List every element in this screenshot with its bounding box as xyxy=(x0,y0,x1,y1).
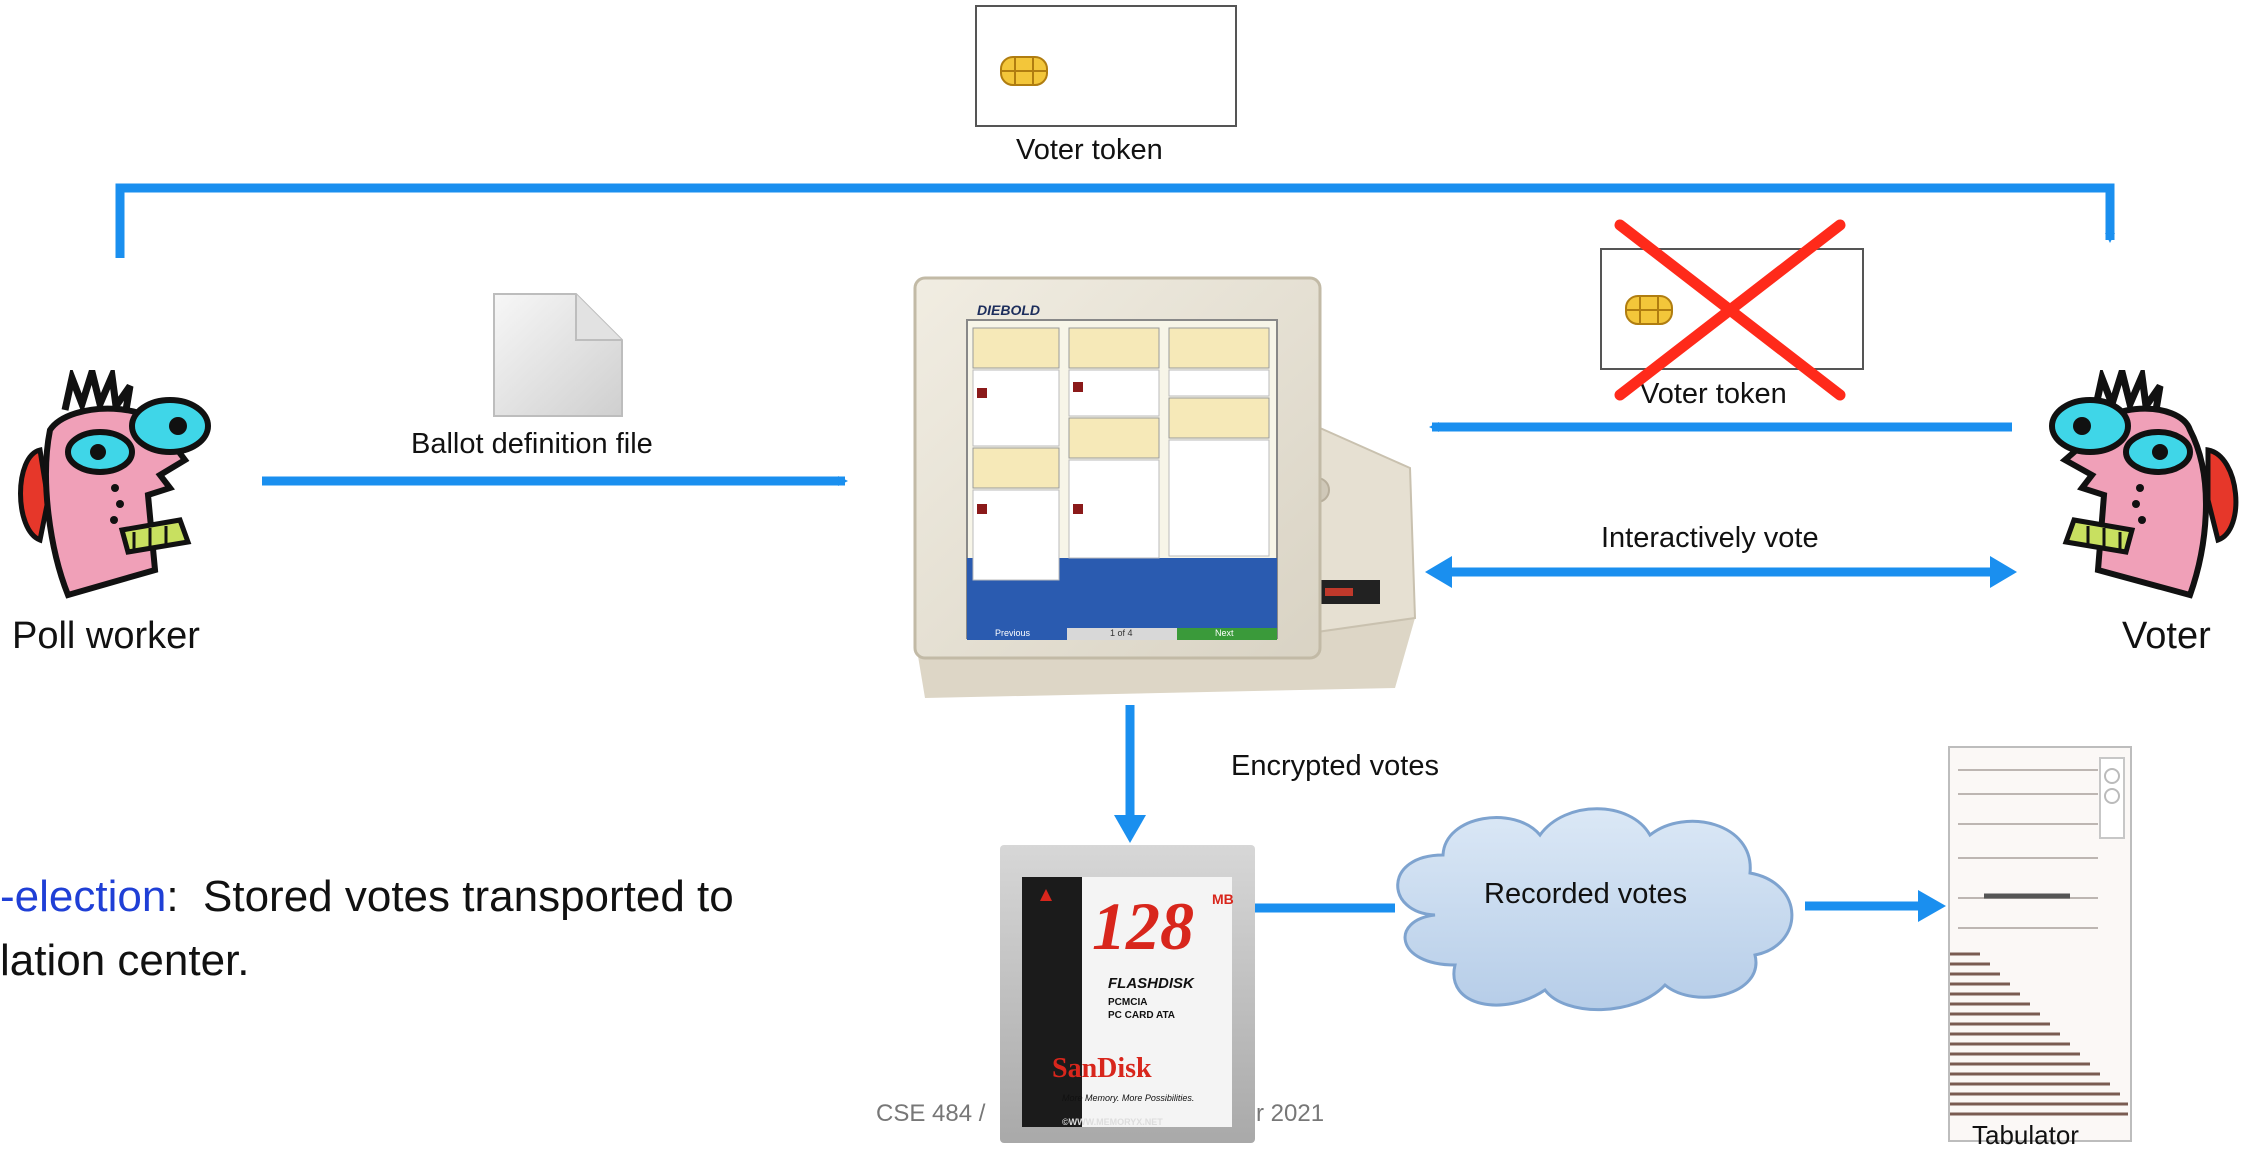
encrypted-votes-label: Encrypted votes xyxy=(1231,750,1439,782)
voting-machine: DIEBOLD Previous 1 of 4 Next xyxy=(855,258,1425,698)
machine-next-button: Next xyxy=(1215,628,1234,638)
file-icon xyxy=(493,293,623,417)
machine-brand: DIEBOLD xyxy=(977,302,1040,318)
voter-icon xyxy=(2049,370,2239,599)
cross-out-icon xyxy=(1614,219,1846,401)
cloud-shape xyxy=(1396,807,1794,1012)
ballot-definition-label: Ballot definition file xyxy=(411,428,653,460)
voter-label: Voter xyxy=(2122,615,2211,657)
post-election-line-1-text: Stored votes transported to xyxy=(178,872,734,921)
triangle-icon xyxy=(1040,889,1052,901)
flashdisk-card: 128 MB FLASHDISK PCMCIA PC CARD ATA SanD… xyxy=(1000,845,1255,1143)
post-election-colon: : xyxy=(166,872,179,921)
post-election-term: -election xyxy=(0,872,167,921)
tabulator-label: Tabulator xyxy=(1972,1120,2079,1150)
post-election-line-2: lation center. xyxy=(0,936,250,985)
poll-worker-icon xyxy=(18,370,211,599)
flashdisk-spec-2: PC CARD ATA xyxy=(1108,1010,1176,1021)
flashdisk-capacity: 128 xyxy=(1092,888,1194,964)
interactively-vote-label: Interactively vote xyxy=(1601,522,1819,554)
footer-course-fragment: CSE 484 / xyxy=(876,1100,986,1127)
voter-token-label: Voter token xyxy=(1016,134,1163,166)
crossed-voter-token-label: Voter token xyxy=(1640,378,1787,410)
flashdisk-capacity-unit: MB xyxy=(1212,891,1234,907)
voter-token-card xyxy=(975,5,1237,127)
token-route-arrow xyxy=(115,183,2115,258)
machine-previous-button: Previous xyxy=(995,628,1031,638)
flashdisk-brand: SanDisk xyxy=(1052,1053,1152,1084)
chip-icon xyxy=(1000,56,1048,86)
poll-worker-label: Poll worker xyxy=(12,615,200,657)
tabulator-computer xyxy=(1948,746,2132,1142)
footer-term-fragment: r 2021 xyxy=(1256,1100,1325,1127)
flashdisk-tagline: More Memory. More Possibilities. xyxy=(1062,1093,1195,1103)
flashdisk-watermark: ©WWW.MEMORYX.NET xyxy=(1062,1117,1163,1127)
machine-page-indicator: 1 of 4 xyxy=(1110,628,1133,638)
flashdisk-product: FLASHDISK xyxy=(1108,975,1194,992)
flashdisk-spec-1: PCMCIA xyxy=(1108,997,1148,1008)
post-election-line-1: -election: Stored votes transported to xyxy=(0,872,734,922)
recorded-votes-label: Recorded votes xyxy=(1484,878,1688,910)
chip-icon xyxy=(1625,295,1673,325)
